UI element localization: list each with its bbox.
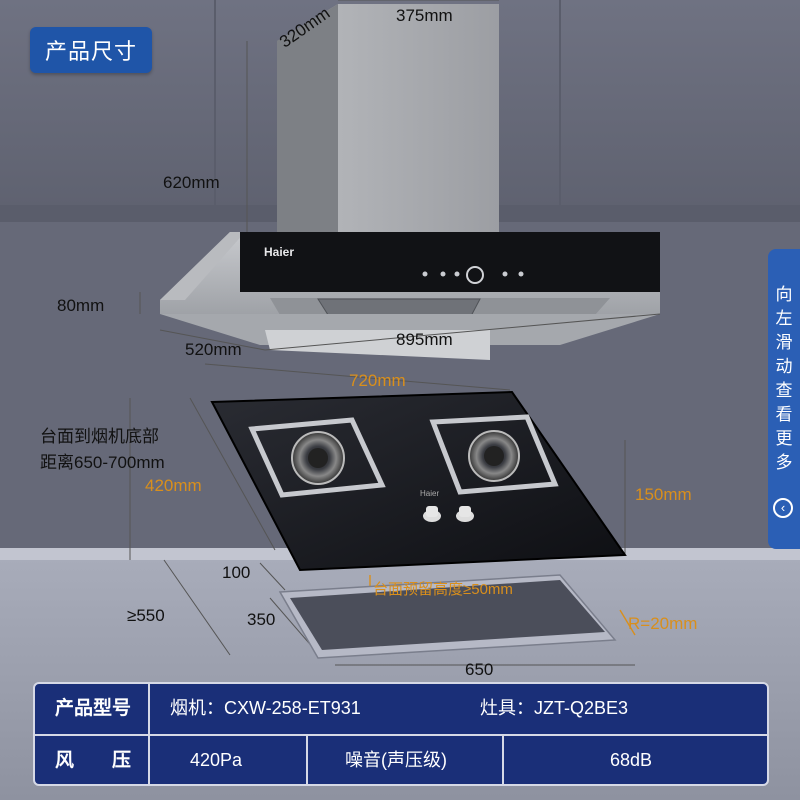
table-divider (35, 734, 767, 736)
spec-label-model: 产品型号 (55, 698, 132, 719)
mounting-note: 台面到烟机底部 距离650-700mm (40, 424, 165, 476)
dim-min-counter-depth: ≥550 (127, 606, 165, 625)
svg-text:Haier: Haier (420, 489, 439, 498)
dim-cooktop-width: 720mm (349, 371, 406, 390)
mounting-note-line1: 台面到烟机底部 (40, 427, 159, 446)
dim-reserved-height: 台面预留高度≥50mm (373, 581, 513, 598)
spec-stove-model: 灶具：JZT-Q2BE3 (480, 698, 629, 718)
spec-hood-model: 烟机：CXW-258-ET931 (170, 698, 361, 718)
burner-left (248, 417, 386, 498)
table-divider (502, 736, 504, 784)
table-divider (148, 684, 150, 784)
dim-chimney-height: 620mm (163, 173, 220, 192)
dim-hood-width-top: 375mm (396, 6, 453, 25)
spec-noise-value: 68dB (610, 750, 653, 770)
spec-noise-label: 噪音(声压级) (345, 750, 447, 770)
spec-table: 产品型号 烟机：CXW-258-ET931 灶具：JZT-Q2BE3 风 压 4… (33, 682, 769, 786)
spec-pressure-value: 420Pa (190, 750, 243, 770)
dim-cutout-width: 650 (465, 660, 494, 679)
brand-logo: Haier (264, 245, 295, 259)
dim-cutout-depth: 350 (247, 610, 276, 629)
dim-cooktop-depth: 420mm (145, 476, 202, 495)
table-divider (306, 736, 308, 784)
dim-hood-width: 895mm (396, 330, 453, 349)
section-title-badge: 产品尺寸 (30, 27, 152, 73)
mounting-note-line2: 距离650-700mm (40, 453, 165, 472)
dim-corner-radius: R=20mm (628, 614, 698, 633)
spec-row-performance: 风 压 420Pa 噪音(声压级) 68dB (35, 736, 767, 784)
dim-cooktop-height: 150mm (635, 485, 692, 504)
dim-cutout-offset: 100 (222, 563, 251, 582)
swipe-hint-text: 向左滑动查看更多 (775, 285, 793, 472)
swipe-hint-tab[interactable]: 向左滑动查看更多 ‹ (768, 249, 800, 549)
dim-hood-depth: 520mm (185, 340, 242, 359)
spec-label-pressure: 风 压 (55, 750, 132, 771)
spec-row-model: 产品型号 烟机：CXW-258-ET931 灶具：JZT-Q2BE3 (35, 684, 767, 733)
chevron-left-icon[interactable]: ‹ (773, 498, 793, 518)
dim-hood-base-height: 80mm (57, 296, 105, 315)
